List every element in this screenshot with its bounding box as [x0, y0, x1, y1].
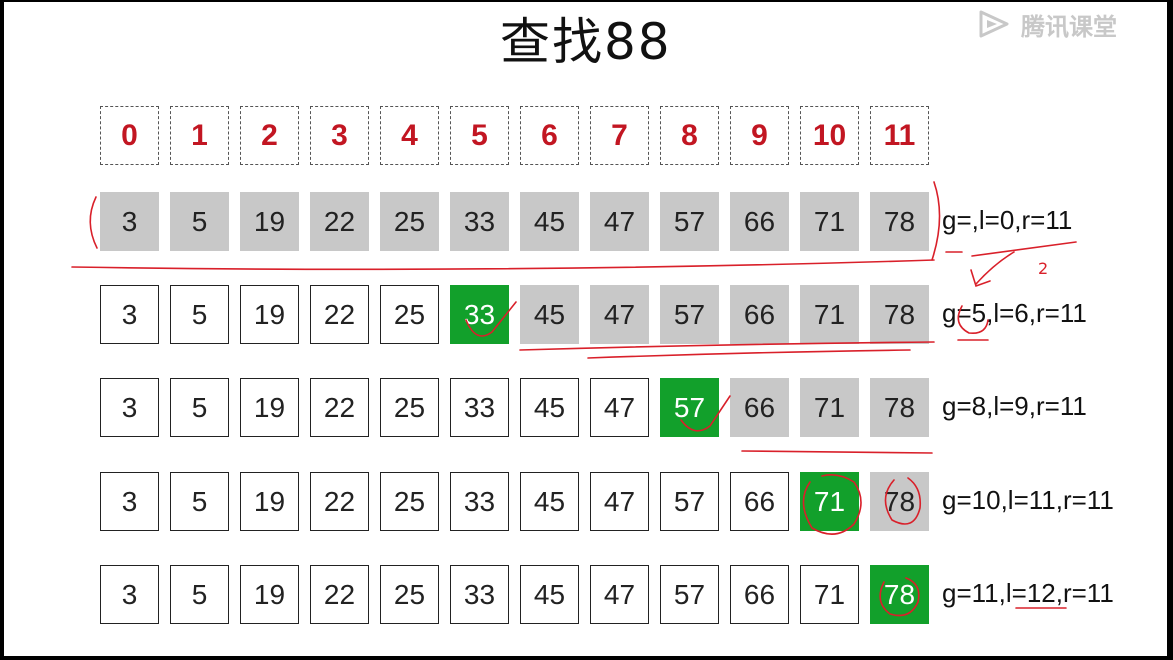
value-cell: 3	[100, 565, 159, 624]
value-cell: 33	[450, 285, 509, 344]
value-cell: 5	[170, 565, 229, 624]
value-cell: 19	[240, 378, 299, 437]
value-cell: 3	[100, 378, 159, 437]
value-cell: 66	[730, 472, 789, 531]
step-state-label: g=8,l=9,r=11	[942, 391, 1087, 421]
value-cell: 19	[240, 285, 299, 344]
step-state-label: g=10,l=11,r=11	[942, 485, 1114, 515]
value-cell: 71	[800, 378, 859, 437]
value-cell: 57	[660, 472, 719, 531]
value-cell: 71	[800, 285, 859, 344]
index-cell-3: 3	[310, 106, 369, 165]
value-cell: 78	[870, 285, 929, 344]
value-cell: 66	[730, 285, 789, 344]
value-cell: 71	[800, 192, 859, 251]
watermark: 腾讯课堂	[973, 8, 1117, 41]
index-cell-6: 6	[520, 106, 579, 165]
value-cell: 71	[800, 565, 859, 624]
value-cell: 57	[660, 192, 719, 251]
value-cell: 25	[380, 565, 439, 624]
value-cell: 25	[380, 192, 439, 251]
value-cell: 66	[730, 565, 789, 624]
arrow-stroke	[975, 251, 1015, 285]
value-cell: 47	[590, 565, 649, 624]
value-cell: 5	[170, 378, 229, 437]
value-cell: 22	[310, 472, 369, 531]
index-cell-5: 5	[450, 106, 509, 165]
index-cell-9: 9	[730, 106, 789, 165]
value-cell: 33	[450, 565, 509, 624]
value-cell: 47	[590, 472, 649, 531]
value-cell: 22	[310, 378, 369, 437]
value-cell: 45	[520, 192, 579, 251]
value-cell: 33	[450, 472, 509, 531]
step-state-label: g=5,l=6,r=11	[942, 298, 1087, 328]
underline-lr-row0	[971, 241, 1077, 257]
value-cell: 5	[170, 472, 229, 531]
value-cell: 25	[380, 285, 439, 344]
bracket-left	[89, 196, 98, 249]
value-cell: 66	[730, 192, 789, 251]
step-state-label: g=,l=0,r=11	[942, 205, 1073, 235]
value-cell: 5	[170, 192, 229, 251]
value-cell: 78	[870, 565, 929, 624]
value-cell: 71	[800, 472, 859, 531]
value-cell: 47	[590, 285, 649, 344]
value-cell: 57	[660, 378, 719, 437]
value-cell: 78	[870, 192, 929, 251]
value-cell: 25	[380, 378, 439, 437]
page-title: 查找88	[500, 13, 672, 71]
underline-row1b	[587, 349, 911, 359]
value-cell: 22	[310, 565, 369, 624]
value-cell: 19	[240, 472, 299, 531]
value-cell: 47	[590, 192, 649, 251]
value-cell: 22	[310, 285, 369, 344]
underline-row0	[71, 259, 935, 271]
value-cell: 47	[590, 378, 649, 437]
index-cell-4: 4	[380, 106, 439, 165]
value-cell: 57	[660, 285, 719, 344]
watermark-text: 腾讯课堂	[1021, 12, 1117, 41]
value-cell: 5	[170, 285, 229, 344]
index-cell-0: 0	[100, 106, 159, 165]
value-cell: 22	[310, 192, 369, 251]
value-cell: 3	[100, 472, 159, 531]
bracket-right	[931, 181, 941, 261]
value-cell: 66	[730, 378, 789, 437]
value-cell: 45	[520, 285, 579, 344]
index-cell-11: 11	[870, 106, 929, 165]
index-cell-8: 8	[660, 106, 719, 165]
value-cell: 25	[380, 472, 439, 531]
value-cell: 3	[100, 192, 159, 251]
index-cell-1: 1	[170, 106, 229, 165]
value-cell: 45	[520, 565, 579, 624]
index-cell-7: 7	[590, 106, 649, 165]
value-cell: 45	[520, 472, 579, 531]
index-cell-2: 2	[240, 106, 299, 165]
value-cell: 78	[870, 378, 929, 437]
index-cell-10: 10	[800, 106, 859, 165]
value-cell: 3	[100, 285, 159, 344]
value-cell: 33	[450, 192, 509, 251]
arrow-head	[970, 269, 991, 288]
value-cell: 19	[240, 192, 299, 251]
value-cell: 45	[520, 378, 579, 437]
value-cell: 33	[450, 378, 509, 437]
value-cell: 78	[870, 472, 929, 531]
handwritten-note: 2	[1038, 259, 1048, 278]
underline-row2	[741, 450, 933, 454]
value-cell: 19	[240, 565, 299, 624]
play-logo-icon	[979, 10, 1009, 38]
value-cell: 57	[660, 565, 719, 624]
step-state-label: g=11,l=12,r=11	[942, 578, 1114, 608]
